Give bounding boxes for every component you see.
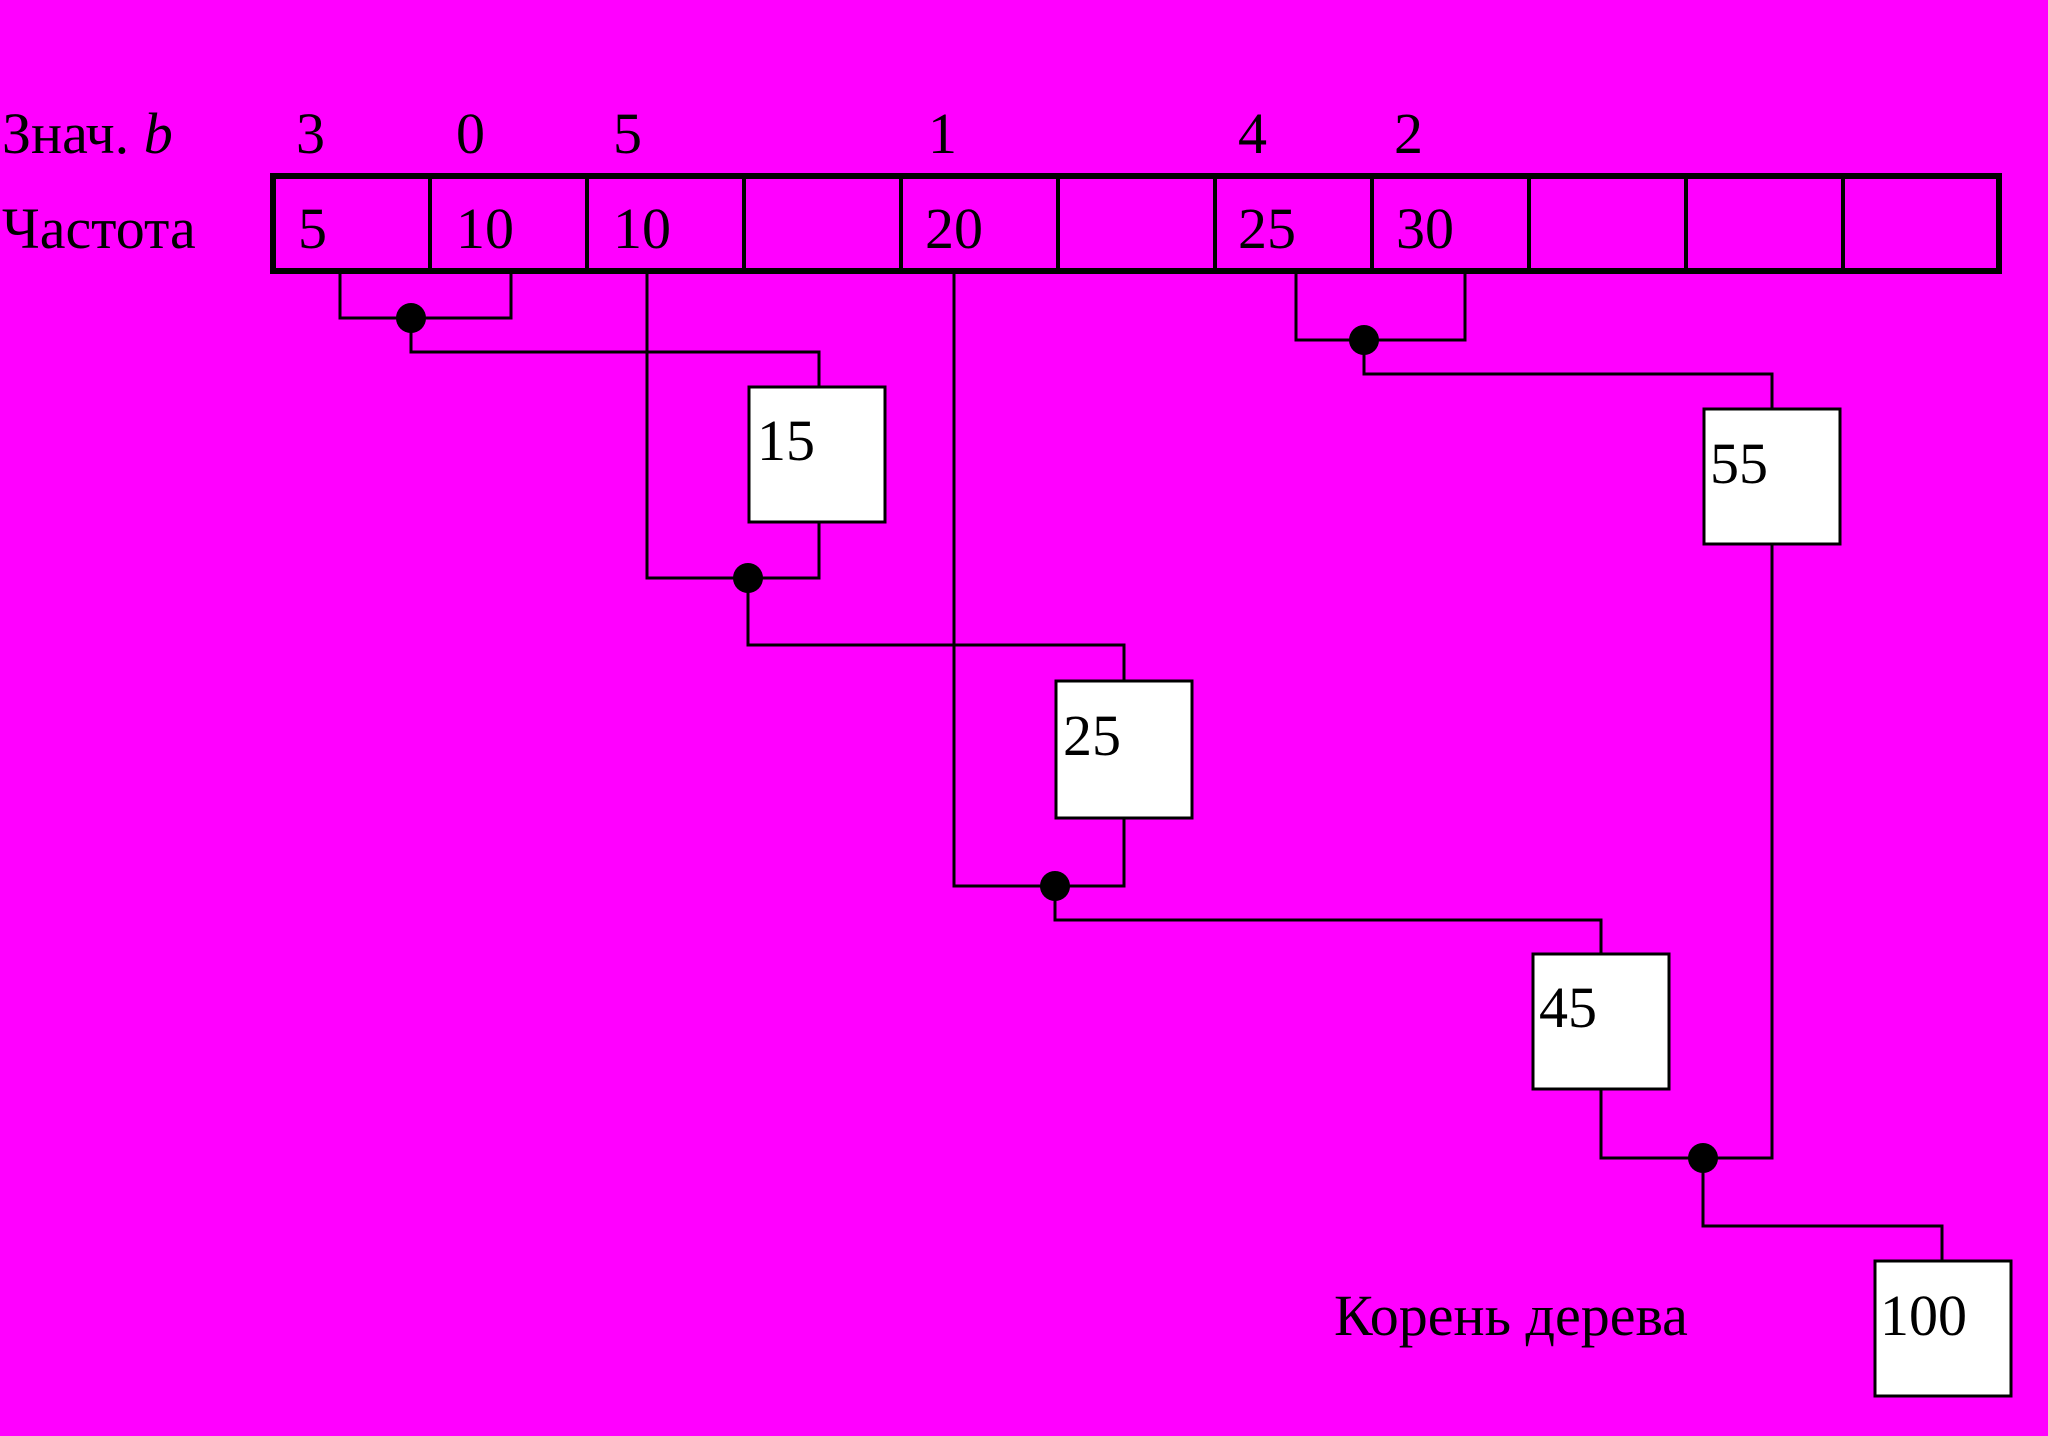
value-label: 4 bbox=[1238, 101, 1267, 166]
root-label: Корень дерева bbox=[1334, 1283, 1688, 1348]
frequency-cell: 25 bbox=[1238, 196, 1296, 261]
frequency-cell: 10 bbox=[456, 196, 514, 261]
value-label: 3 bbox=[296, 101, 325, 166]
node-value: 25 bbox=[1063, 703, 1121, 768]
value-labels: 3 0 5 1 4 2 bbox=[296, 101, 1423, 166]
junction-dot bbox=[1040, 871, 1070, 901]
connector-25-30 bbox=[1294, 271, 1467, 342]
junction-dot bbox=[396, 303, 426, 333]
node-box bbox=[1054, 679, 1194, 820]
values-row-label-var: b bbox=[144, 101, 173, 166]
junction-dot bbox=[1688, 1143, 1718, 1173]
connector-to-15 bbox=[409, 318, 821, 387]
node-45: 45 bbox=[1531, 952, 1671, 1091]
connector-to-55 bbox=[1362, 340, 1774, 409]
value-label: 0 bbox=[456, 101, 485, 166]
node-55: 55 bbox=[1702, 407, 1842, 546]
node-15: 15 bbox=[747, 385, 887, 524]
node-box bbox=[1531, 952, 1671, 1091]
node-box bbox=[747, 385, 887, 524]
junction-dot bbox=[733, 563, 763, 593]
frequency-row-label: Частота bbox=[2, 196, 196, 261]
connector-5-10 bbox=[338, 271, 513, 320]
values-row-label: Знач. b bbox=[2, 101, 173, 166]
frequency-cell: 30 bbox=[1396, 196, 1454, 261]
junction-dots bbox=[396, 303, 1718, 1173]
value-label: 5 bbox=[613, 101, 642, 166]
node-value: 15 bbox=[757, 408, 815, 473]
frequency-table: 5 10 10 20 25 30 bbox=[270, 173, 2002, 274]
connector-to-45 bbox=[1053, 886, 1603, 954]
frequency-table-border bbox=[270, 173, 2002, 274]
node-100-root: 100 bbox=[1873, 1259, 2013, 1398]
frequency-cell: 20 bbox=[925, 196, 983, 261]
node-value: 55 bbox=[1710, 431, 1768, 496]
value-label: 2 bbox=[1394, 101, 1423, 166]
value-label: 1 bbox=[928, 101, 957, 166]
connector-20-25 bbox=[952, 271, 1126, 888]
node-box bbox=[1873, 1259, 2013, 1398]
connector-to-100 bbox=[1701, 1158, 1944, 1261]
node-25: 25 bbox=[1054, 679, 1194, 820]
connector-45-55 bbox=[1599, 544, 1774, 1160]
junction-dot bbox=[1349, 325, 1379, 355]
node-box bbox=[1702, 407, 1842, 546]
node-value: 100 bbox=[1880, 1283, 1967, 1348]
frequency-cell: 10 bbox=[613, 196, 671, 261]
node-value: 45 bbox=[1539, 975, 1597, 1040]
frequency-cell: 5 bbox=[298, 196, 327, 261]
values-row-label-word: Знач. bbox=[2, 101, 129, 166]
connector-to-25 bbox=[746, 578, 1126, 681]
